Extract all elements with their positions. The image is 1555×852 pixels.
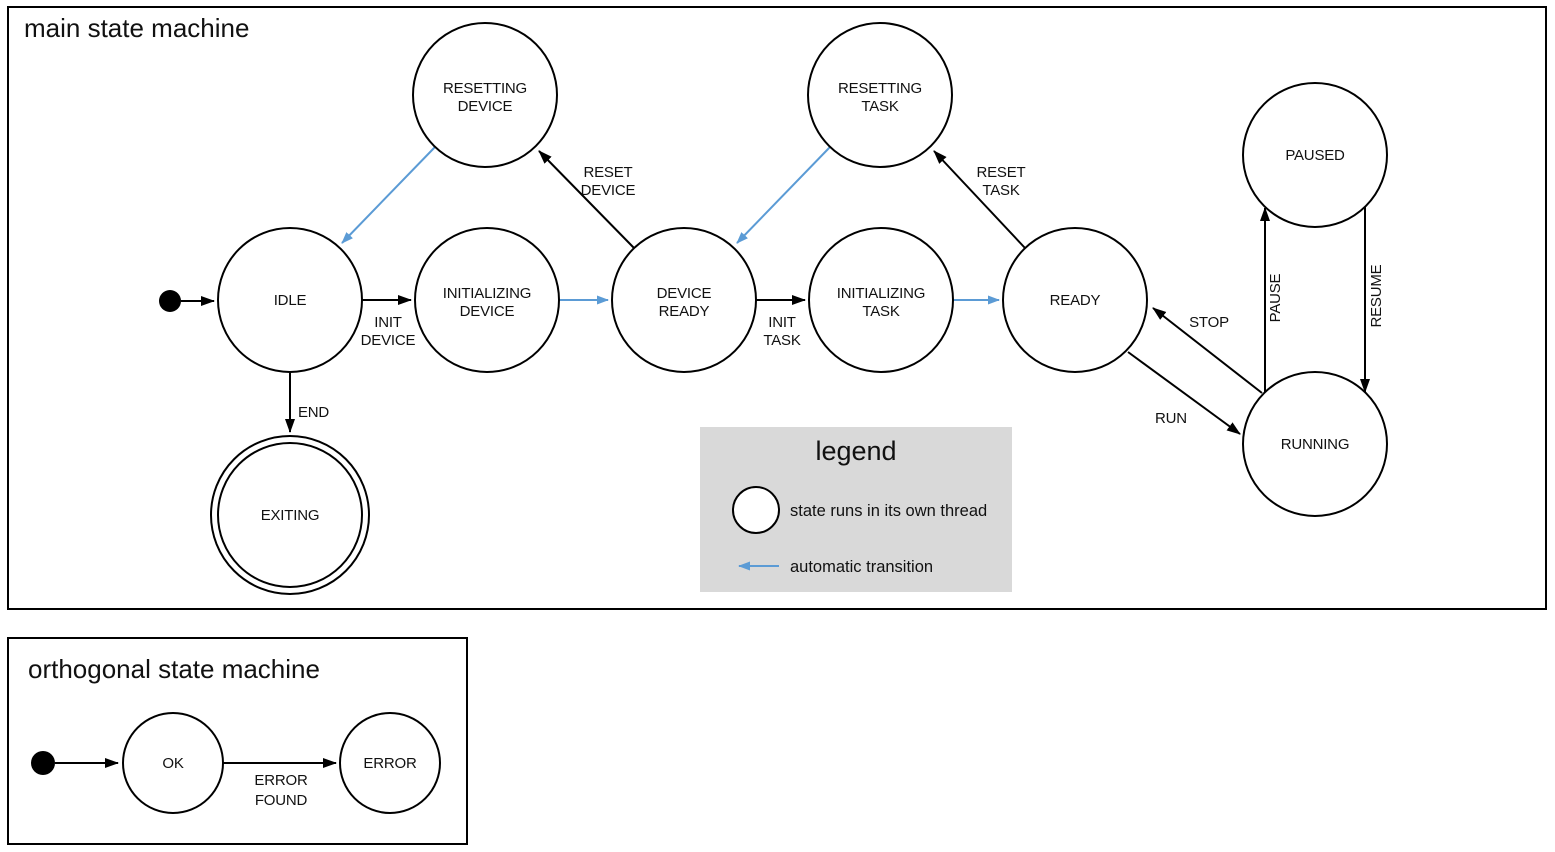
- state-resetting-task: RESETTING TASK: [807, 22, 953, 168]
- transition-run: [1127, 351, 1241, 435]
- state-label: TASK: [861, 98, 898, 115]
- state-error: ERROR: [339, 712, 441, 814]
- initial-state-dot: [159, 290, 181, 312]
- state-ready: READY: [1002, 227, 1148, 373]
- orthogonal-state-machine-panel: orthogonal state machine ERROR FOUND OK …: [7, 637, 468, 845]
- state-label: READY: [1050, 292, 1101, 309]
- transition-label: TASK: [763, 332, 800, 349]
- transition-label: RESET: [976, 164, 1025, 181]
- transition-label: STOP: [1189, 314, 1229, 331]
- main-panel-border: [7, 6, 1547, 610]
- state-circle-threaded: [217, 442, 363, 588]
- state-circle-threaded: [808, 227, 954, 373]
- state-label: IDLE: [274, 292, 307, 309]
- state-label: TASK: [862, 303, 899, 320]
- transition-label: DEVICE: [361, 332, 416, 349]
- transition-label: END: [298, 404, 329, 421]
- transition-label: DEVICE: [581, 182, 636, 199]
- state-label: EXITING: [261, 507, 320, 524]
- state-idle: IDLE: [217, 227, 363, 373]
- state-resetting-device: RESETTING DEVICE: [412, 22, 558, 168]
- legend-item-label: state runs in its own thread: [790, 502, 987, 520]
- state-label: READY: [659, 303, 710, 320]
- state-label: DEVICE: [460, 303, 515, 320]
- state-label: RESETTING: [443, 80, 527, 97]
- state-circle: [217, 227, 363, 373]
- legend-item-label: automatic transition: [790, 558, 933, 576]
- state-device-ready: DEVICE READY: [611, 227, 757, 373]
- state-label: DEVICE: [657, 285, 712, 302]
- transition-reset-task: [933, 150, 1026, 249]
- main-state-machine-panel: main state machine INIT DEVICE INIT TASK…: [7, 6, 1547, 610]
- transition-label: INIT: [374, 314, 402, 331]
- main-panel-title: main state machine: [24, 13, 249, 43]
- legend-panel: legend state runs in its own thread auto…: [700, 427, 1012, 592]
- transition-label: ERROR: [254, 772, 308, 789]
- state-label: RESETTING: [838, 80, 922, 97]
- state-label: RUNNING: [1281, 436, 1350, 453]
- state-label: DEVICE: [458, 98, 513, 115]
- state-circle-threaded: [1242, 82, 1388, 228]
- initial-state-dot: [31, 751, 55, 775]
- state-label: PAUSED: [1285, 147, 1345, 164]
- state-circle-threaded: [412, 22, 558, 168]
- state-running: RUNNING: [1242, 371, 1388, 517]
- transition-stop: [1152, 307, 1263, 394]
- state-circle: [1002, 227, 1148, 373]
- state-paused: PAUSED: [1242, 82, 1388, 228]
- state-ok: OK: [122, 712, 224, 814]
- state-exiting-final: EXITING: [210, 435, 370, 595]
- transition-label: RESUME: [1368, 264, 1385, 327]
- orthogonal-panel-border: [7, 637, 468, 845]
- state-circle-threaded: [414, 227, 560, 373]
- transition-label: FOUND: [255, 792, 308, 809]
- state-circle-threaded: [807, 22, 953, 168]
- state-label: OK: [162, 755, 183, 772]
- state-initializing-device: INITIALIZING DEVICE: [414, 227, 560, 373]
- transition-auto-resetting-task-to-device-ready: [736, 146, 831, 244]
- state-label: ERROR: [363, 755, 417, 772]
- state-label: INITIALIZING: [837, 285, 925, 302]
- state-circle: [611, 227, 757, 373]
- transition-label: RUN: [1155, 410, 1187, 427]
- transition-label: INIT: [768, 314, 796, 331]
- state-circle: [122, 712, 224, 814]
- transition-label: TASK: [982, 182, 1019, 199]
- orthogonal-panel-title: orthogonal state machine: [28, 654, 320, 684]
- state-label: INITIALIZING: [443, 285, 531, 302]
- legend-title: legend: [815, 436, 896, 466]
- state-initializing-task: INITIALIZING TASK: [808, 227, 954, 373]
- state-circle-threaded: [1242, 371, 1388, 517]
- transition-label: RESET: [583, 164, 632, 181]
- state-circle: [339, 712, 441, 814]
- transition-reset-device: [538, 150, 635, 249]
- transition-label: PAUSE: [1267, 273, 1284, 322]
- transition-auto-resetting-device-to-idle: [341, 146, 436, 244]
- legend-threaded-state-swatch: [732, 486, 780, 534]
